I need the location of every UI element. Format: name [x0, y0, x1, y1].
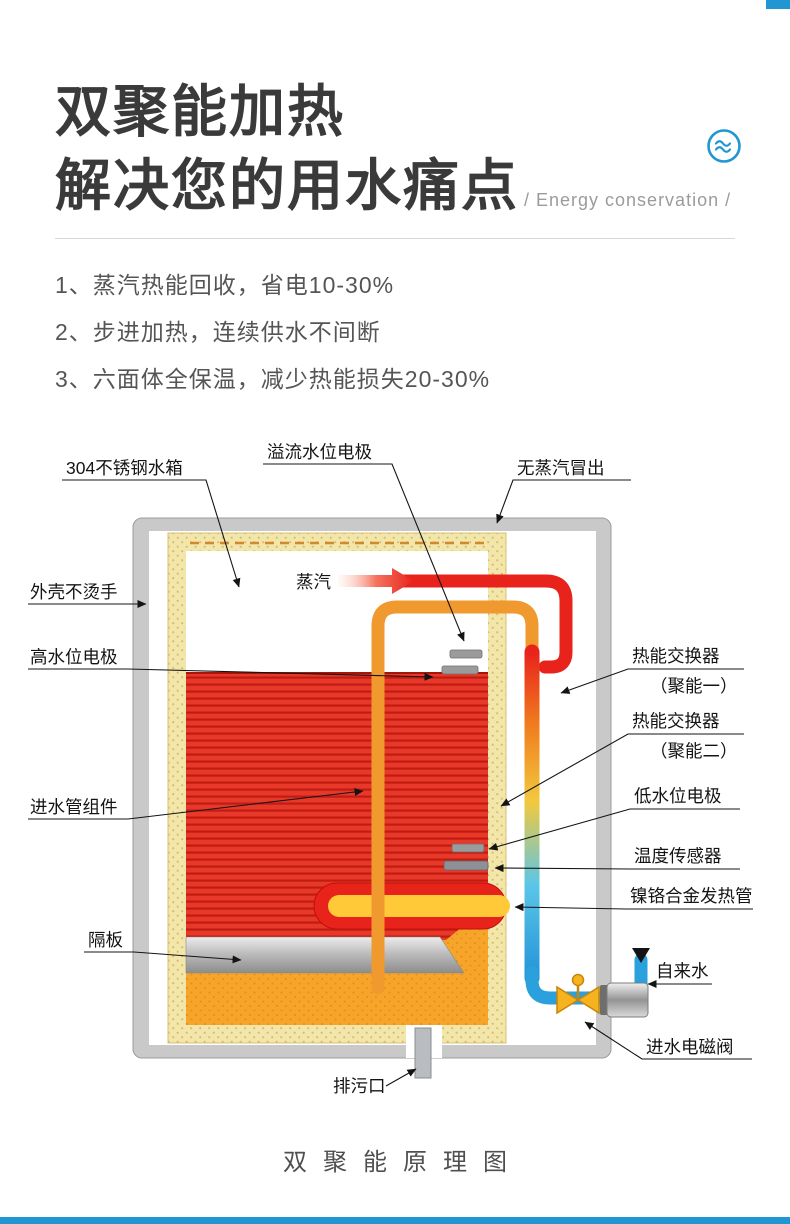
feature-item-2: 2、步进加热，连续供水不间断 — [55, 319, 381, 345]
svg-text:蒸汽: 蒸汽 — [296, 572, 331, 592]
svg-text:进水管组件: 进水管组件 — [30, 797, 118, 817]
svg-text:隔板: 隔板 — [88, 930, 123, 950]
svg-text:进水电磁阀: 进水电磁阀 — [646, 1037, 734, 1057]
partition-plate — [185, 936, 465, 974]
label-low-electrode: 低水位电极 — [488, 786, 740, 851]
overflow-electrode — [449, 649, 483, 659]
inlet-pipe — [371, 600, 539, 995]
label-heat-exchanger-2: 热能交换器 （聚能二） — [500, 711, 744, 807]
svg-text:304不锈钢水箱: 304不锈钢水箱 — [66, 458, 183, 478]
label-high-electrode: 高水位电极 — [28, 647, 434, 681]
page-title-line-1: 双聚能加热 — [55, 80, 345, 143]
page-title-line-2: 解决您的用水痛点 — [55, 154, 519, 217]
steam-pipe — [397, 574, 573, 674]
diagram-caption: 双聚能原理图 — [283, 1149, 523, 1176]
label-inlet-pipe: 进水管组件 — [28, 788, 364, 820]
svg-text:排污口: 排污口 — [333, 1076, 386, 1096]
high-water-electrode — [441, 665, 479, 675]
svg-text:热能交换器: 热能交换器 — [632, 646, 720, 666]
inlet-valve — [556, 973, 600, 1015]
svg-text:高水位电极: 高水位电极 — [30, 647, 118, 667]
heating-tube — [313, 882, 510, 930]
water-wave-icon — [707, 129, 741, 163]
solenoid-valve-body — [600, 982, 649, 1018]
svg-text:外壳不烫手: 外壳不烫手 — [30, 582, 118, 602]
drain-pipe — [406, 1025, 442, 1079]
svg-text:无蒸汽冒出: 无蒸汽冒出 — [517, 458, 605, 478]
label-solenoid-valve: 进水电磁阀 — [584, 1021, 752, 1060]
feature-item-1: 1、蒸汽热能回收，省电10-30% — [55, 272, 395, 298]
label-drain: 排污口 — [333, 1068, 417, 1096]
svg-text:（聚能一）: （聚能一） — [650, 676, 738, 696]
low-water-electrode — [451, 843, 485, 853]
svg-text:低水位电极: 低水位电极 — [634, 786, 722, 806]
temperature-sensor — [443, 860, 489, 871]
label-heating-tube: 镍铬合金发热管 — [514, 886, 753, 912]
heater-principle-diagram: 304不锈钢水箱 溢流水位电极 无蒸汽冒出 外壳不烫手 高水位电极 进水管组件 … — [28, 442, 753, 1096]
svg-text:温度传感器: 温度传感器 — [634, 846, 722, 866]
bottom-accent-bar — [0, 1217, 790, 1224]
electrodes — [441, 649, 489, 871]
label-shell: 外壳不烫手 — [28, 582, 147, 608]
feature-item-3: 3、六面体全保温，减少热能损失20-30% — [55, 366, 491, 392]
label-overflow-electrode: 溢流水位电极 — [263, 442, 465, 642]
subtitle-energy-conservation: / Energy conservation / — [524, 190, 732, 210]
svg-text:自来水: 自来水 — [656, 961, 709, 981]
tap-water-arrow — [632, 948, 650, 963]
svg-text:（聚能二）: （聚能二） — [650, 741, 738, 761]
svg-text:溢流水位电极: 溢流水位电极 — [267, 442, 372, 462]
steam-arrow — [338, 568, 414, 594]
corner-accent — [766, 0, 790, 9]
svg-text:热能交换器: 热能交换器 — [632, 711, 720, 731]
label-partition: 隔板 — [84, 930, 242, 964]
label-no-steam: 无蒸汽冒出 — [496, 458, 631, 524]
label-tank: 304不锈钢水箱 — [62, 458, 241, 588]
label-heat-exchanger-1: 热能交换器 （聚能一） — [560, 646, 744, 696]
divider — [55, 238, 735, 239]
label-temp-sensor: 温度传感器 — [494, 846, 740, 873]
label-steam: 蒸汽 — [296, 572, 331, 592]
svg-text:镍铬合金发热管: 镍铬合金发热管 — [630, 886, 753, 906]
feature-list: 1、蒸汽热能回收，省电10-30% 2、步进加热，连续供水不间断 3、六面体全保… — [55, 266, 490, 407]
label-tap-water: 自来水 — [647, 961, 712, 988]
